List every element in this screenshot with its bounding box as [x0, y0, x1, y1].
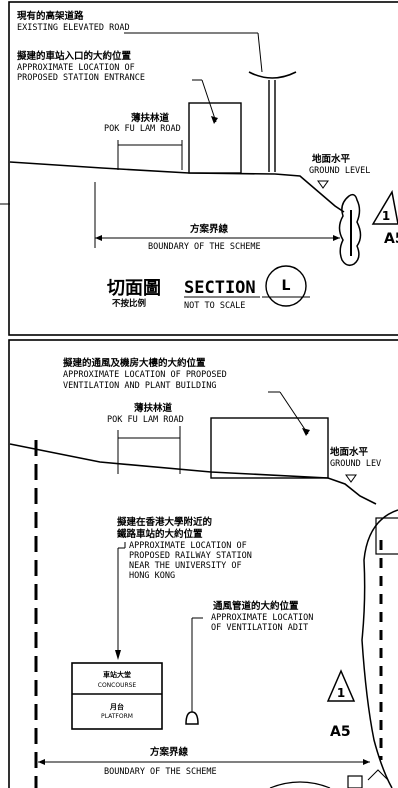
station-entrance-label-zh: 擬建的車站入口的大約位置 — [17, 50, 132, 62]
elevated-road-pier — [248, 71, 297, 172]
station-box — [71, 662, 163, 730]
station-entrance-label-en-2: PROPOSED STATION ENTRANCE — [17, 73, 145, 83]
section-circle — [265, 265, 307, 307]
section-l-panel: 現有的高架道路 EXISTING ELEVATED ROAD 擬建的車站入口的大… — [9, 10, 398, 311]
ground-profile-lower — [9, 443, 377, 505]
lower-boundary-en: BOUNDARY OF THE SCHEME — [104, 767, 217, 777]
ventilation-adit-symbol — [185, 711, 199, 725]
station-leader-arrow — [115, 650, 121, 660]
lower-boundary-arrow-left — [38, 759, 45, 765]
existing-road-leader-drop — [257, 32, 263, 73]
lower-ground-marker — [345, 474, 357, 483]
ground-level-marker — [317, 180, 329, 189]
partial-arc-bottom — [269, 781, 331, 788]
lower-panel-frame — [8, 339, 398, 788]
station-label-zh-2: 鐵路車站的大約位置 — [117, 528, 203, 540]
boundary-arrow-left — [95, 235, 102, 241]
section-scale-zh: 不按比例 — [112, 298, 147, 309]
adit-label-zh: 通風管道的大約位置 — [213, 600, 299, 612]
lower-boundary-zh: 方案界線 — [150, 746, 189, 758]
ground-level-zh: 地面水平 — [312, 153, 351, 165]
lower-revision-ref: A5 — [330, 724, 351, 740]
existing-road-label-en: EXISTING ELEVATED ROAD — [17, 23, 130, 33]
tunnel-shaft — [338, 193, 362, 267]
lower-road-label-en: POK FU LAM ROAD — [107, 415, 184, 425]
partial-hatch-bottom — [367, 769, 389, 781]
lower-boundary-arrow-right — [363, 759, 370, 765]
lower-revision-triangle — [326, 669, 356, 702]
adit-label-en-1: APPROXIMATE LOCATION — [211, 613, 313, 623]
section-title-en: SECTION — [184, 278, 256, 298]
station-entrance-arrow — [211, 116, 218, 124]
section-title-zh: 切面圖 — [107, 278, 161, 299]
revision-triangle — [371, 189, 398, 225]
concourse-label-en: CONCOURSE — [98, 682, 137, 689]
boundary-arrow-right — [333, 235, 340, 241]
section-letter: L — [282, 278, 291, 294]
concourse-label-zh: 車站大堂 — [103, 670, 131, 679]
station-entrance-building — [188, 102, 242, 174]
vent-building-leader-drop — [279, 391, 309, 435]
platform-label-en: PLATFORM — [101, 713, 133, 720]
revision-ref: A5 — [384, 231, 398, 247]
revision-number: 1 — [382, 209, 390, 223]
station-label-en-4: HONG KONG — [129, 571, 175, 581]
station-label-zh-1: 擬建在香港大學附近的 — [117, 516, 213, 528]
lower-ground-level-en: GROUND LEV — [330, 459, 381, 469]
boundary-label-zh: 方案界線 — [190, 223, 229, 235]
vent-plant-building — [210, 417, 329, 479]
boundary-label-en: BOUNDARY OF THE SCHEME — [148, 242, 261, 252]
platform-label-zh: 月台 — [109, 702, 124, 711]
station-label-en-2: PROPOSED RAILWAY STATION — [129, 551, 252, 561]
road-label-zh: 薄扶林道 — [130, 112, 170, 124]
ground-level-en: GROUND LEVEL — [309, 166, 370, 176]
lower-revision-number: 1 — [337, 686, 345, 700]
road-label-en: POK FU LAM ROAD — [104, 124, 181, 134]
vent-building-label-zh: 擬建的通風及機房大樓的大約位置 — [63, 357, 206, 369]
ground-profile-upper — [9, 161, 345, 213]
station-label-en-1: APPROXIMATE LOCATION OF — [129, 541, 247, 551]
station-entrance-leader-drop — [201, 79, 217, 123]
station-label-en-3: NEAR THE UNIVERSITY OF — [129, 561, 242, 571]
station-entrance-label-en-1: APPROXIMATE LOCATION OF — [17, 63, 135, 73]
right-tunnel-outline — [361, 509, 398, 788]
vent-building-label-en-1: APPROXIMATE LOCATION OF PROPOSED — [63, 370, 227, 380]
vent-building-arrow — [302, 428, 310, 436]
lower-section-panel: 擬建的通風及機房大樓的大約位置 APPROXIMATE LOCATION OF … — [9, 357, 398, 788]
section-scale-en: NOT TO SCALE — [184, 301, 245, 311]
lower-road-label-zh: 薄扶林道 — [133, 402, 173, 414]
adit-label-en-2: OF VENTILATION ADIT — [211, 623, 308, 633]
upper-panel-frame — [8, 1, 398, 336]
vent-building-label-en-2: VENTILATION AND PLANT BUILDING — [63, 381, 217, 391]
existing-road-label-zh: 現有的高架道路 — [17, 10, 84, 22]
partial-box-bottom — [347, 775, 363, 788]
lower-ground-level-zh: 地面水平 — [330, 446, 369, 458]
right-shaft-box — [375, 517, 398, 555]
